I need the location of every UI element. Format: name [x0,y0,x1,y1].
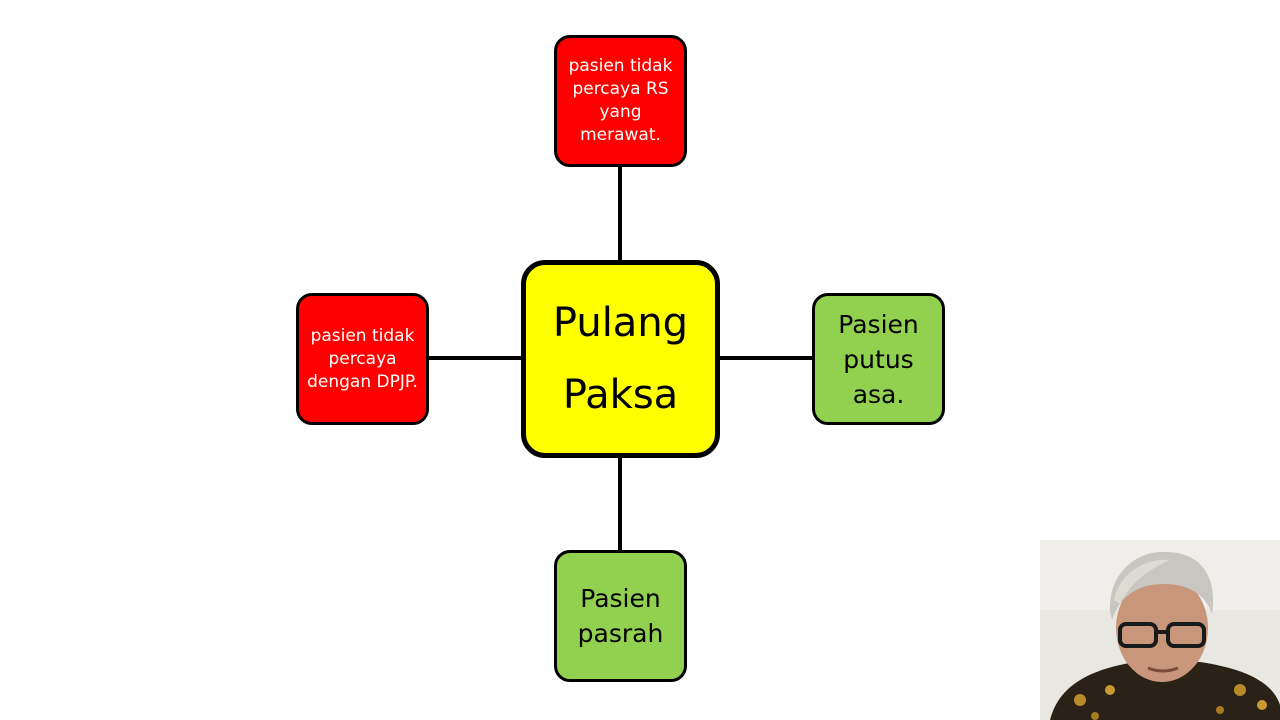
connector-left [427,356,523,360]
connector-right [718,356,814,360]
connector-top [618,164,622,262]
bottom-node-label: Pasien pasrah [577,584,664,648]
connector-bottom [618,456,622,552]
left-node: pasien tidak percaya dengan DPJP. [296,293,429,425]
top-node: pasien tidak percaya RS yang merawat. [554,35,687,167]
right-node-label: Pasien putus asa. [838,309,919,409]
presenter-webcam-icon [1040,540,1280,720]
top-node-label: pasien tidak percaya RS yang merawat. [568,56,673,145]
right-node: Pasien putus asa. [812,293,945,425]
presenter-webcam [1040,540,1280,720]
left-node-label: pasien tidak percaya dengan DPJP. [307,325,418,392]
bottom-node: Pasien pasrah [554,550,687,682]
center-node-label: Pulang Paksa [552,300,689,418]
center-node: Pulang Paksa [521,260,720,458]
